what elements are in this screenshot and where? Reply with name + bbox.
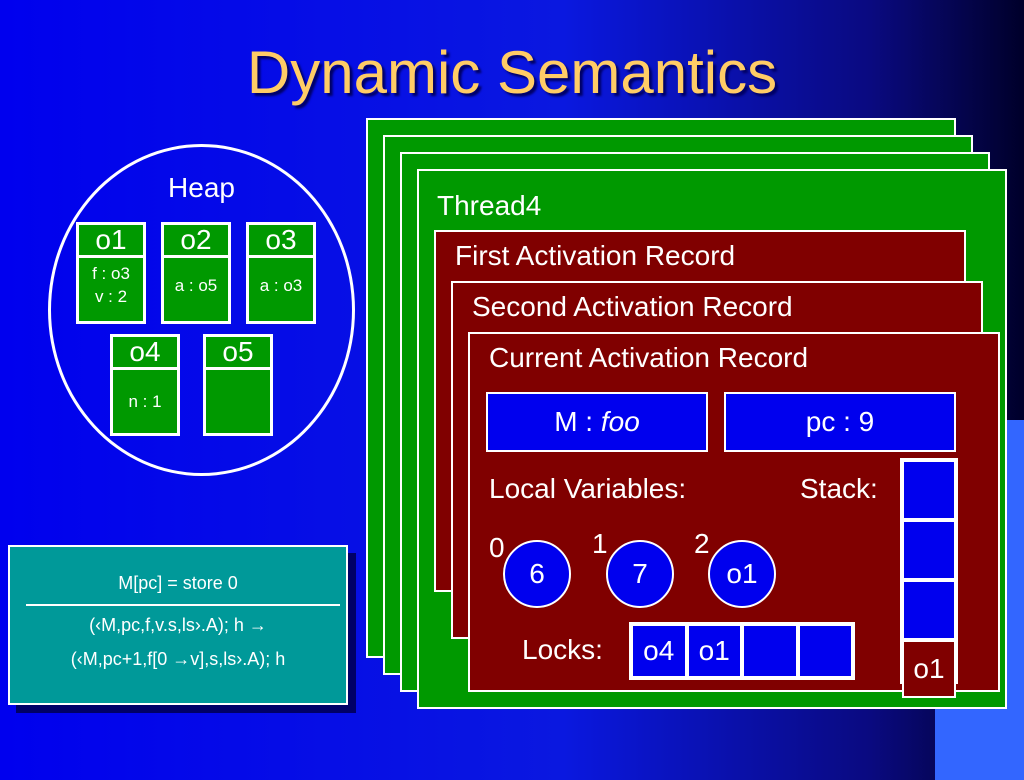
pc-box: pc : 9 <box>724 392 956 452</box>
heap-label: Heap <box>168 172 235 203</box>
local-value-2: o1 <box>708 540 776 608</box>
stack-label: Stack: <box>800 473 878 504</box>
rule-premise: M[pc] = store 0 <box>118 573 238 593</box>
second-record-label: Second Activation Record <box>472 291 793 322</box>
stack-slot <box>902 460 956 520</box>
heap-object-field: a : o3 <box>259 276 303 295</box>
slide-title: Dynamic Semantics <box>246 39 778 106</box>
heap-object-field: f : o3 <box>92 264 130 283</box>
local-value-0: 6 <box>503 540 571 608</box>
first-record-label: First Activation Record <box>455 240 736 271</box>
inference-rule: M[pc] = store 0 (‹M,pc,f,v.s,ls›.A); h →… <box>8 545 348 705</box>
method-prefix: M : <box>554 406 601 437</box>
heap-object-o2: o2 a : o5 <box>161 222 231 324</box>
rule-conclusion-line1: (‹M,pc,f,v.s,ls›.A); h → <box>89 615 267 635</box>
lock-slot: o4 <box>631 624 687 678</box>
heap-object-o1: o1 f : o3 v : 2 <box>76 222 146 324</box>
heap-object-id: o1 <box>79 225 143 258</box>
lock-slot <box>797 624 853 678</box>
heap-object-id: o4 <box>113 337 177 370</box>
rule-divider <box>26 604 340 606</box>
heap-object-id: o5 <box>206 337 270 370</box>
local-variables-label: Local Variables: <box>489 473 687 504</box>
heap-object-o5: o5 <box>203 334 273 436</box>
local-index-1: 1 <box>592 528 608 559</box>
heap-ellipse <box>48 144 355 476</box>
heap-object-id: o3 <box>249 225 313 258</box>
locks-list: o4 o1 <box>629 622 855 680</box>
local-index-2: 2 <box>694 528 710 559</box>
stack-slot <box>902 520 956 580</box>
method-name: foo <box>600 406 640 437</box>
heap-object-o3: o3 a : o3 <box>246 222 316 324</box>
heap-object-field: n : 1 <box>128 392 162 411</box>
lock-slot <box>742 624 798 678</box>
heap-object-field: v : 2 <box>94 287 128 306</box>
heap-object-o4: o4 n : 1 <box>110 334 180 436</box>
rule-conclusion-line2: (‹M,pc+1,f[0 →v],s,ls›.A); h <box>70 649 286 669</box>
operand-stack: o1 <box>900 458 958 698</box>
method-box: M : foo <box>486 392 708 452</box>
heap-object-id: o2 <box>164 225 228 258</box>
stack-slot <box>902 580 956 640</box>
local-value-1: 7 <box>606 540 674 608</box>
locks-label: Locks: <box>522 634 603 665</box>
lock-slot: o1 <box>686 624 742 678</box>
heap-object-field: a : o5 <box>174 276 218 295</box>
local-index-0: 0 <box>489 532 505 563</box>
stack-slot: o1 <box>902 640 956 698</box>
thread-label: Thread4 <box>437 190 542 221</box>
current-record-label: Current Activation Record <box>489 342 809 373</box>
